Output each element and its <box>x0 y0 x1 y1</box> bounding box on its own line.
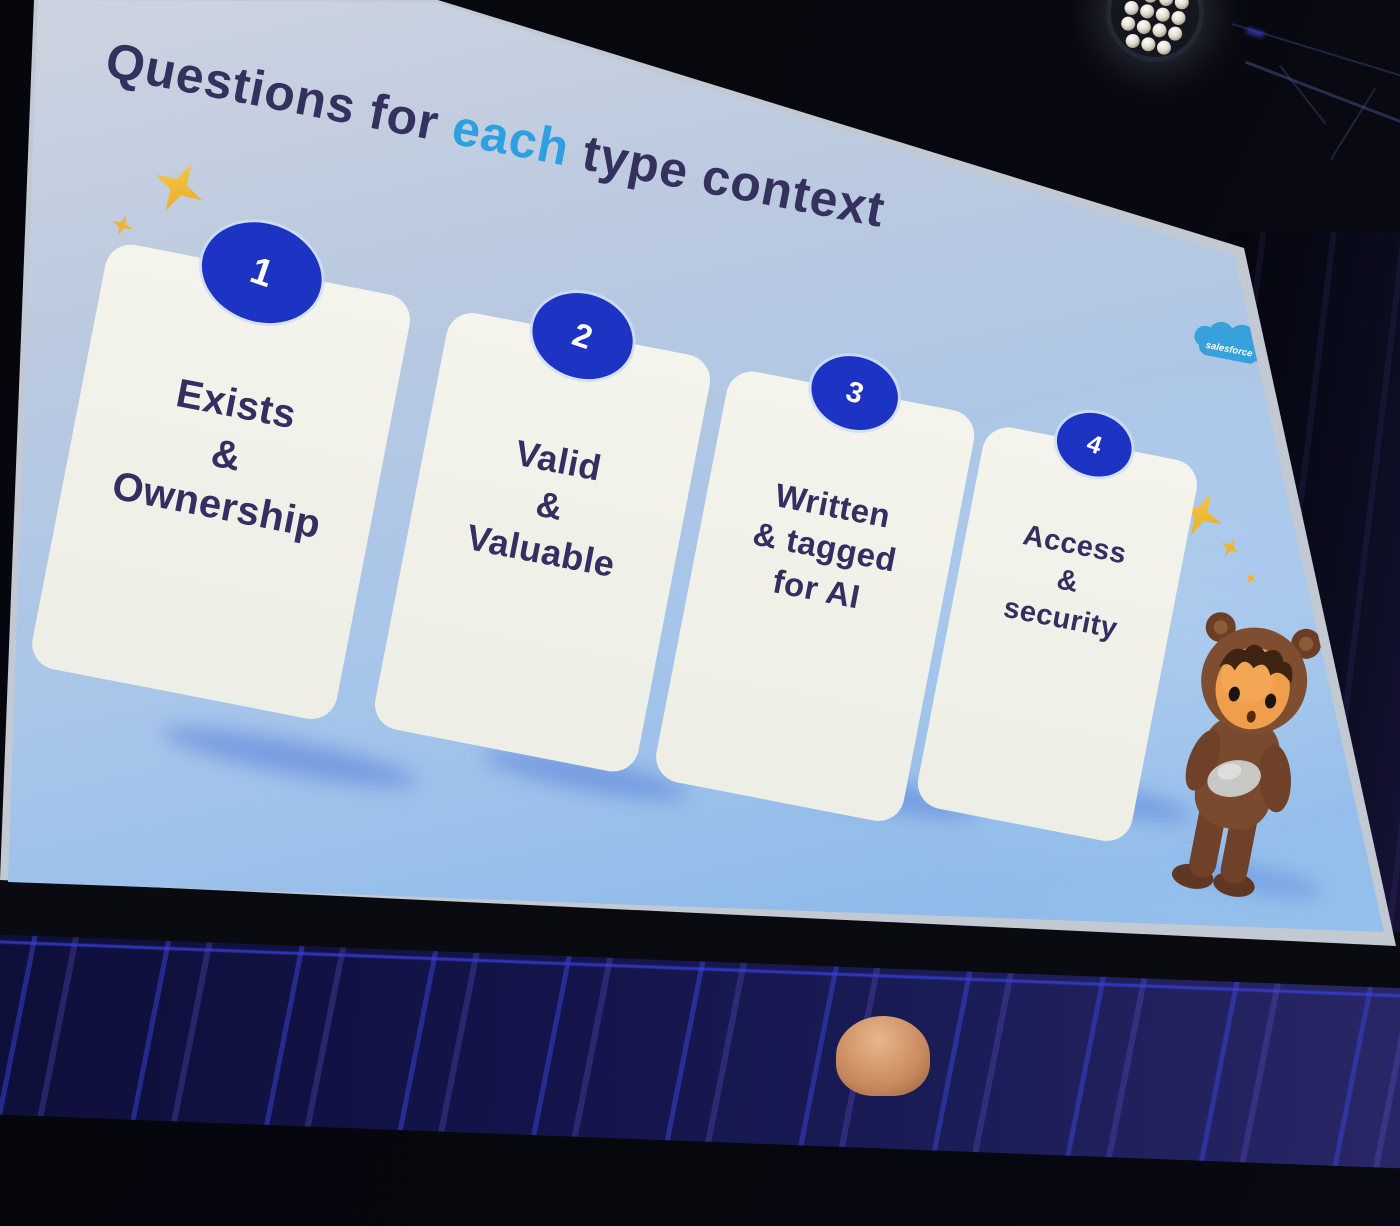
truss-beam <box>1245 60 1400 127</box>
sparkle-icon <box>1216 534 1243 561</box>
sparkle-icon <box>1242 569 1260 587</box>
title-prefix: Questions for <box>101 31 459 155</box>
audience-head <box>836 1016 930 1096</box>
card-text: Written & tagged for AI <box>689 461 961 633</box>
rigging-light-glint <box>1245 27 1265 38</box>
light-bulb <box>1166 25 1184 42</box>
light-bulb <box>1170 9 1187 27</box>
light-bulb <box>1123 0 1140 17</box>
light-bulb <box>1155 39 1173 56</box>
light-bulb <box>1154 6 1172 23</box>
card-number-badge: 1 <box>188 206 336 339</box>
stage-light <box>1096 0 1214 72</box>
title-suffix: type context <box>563 121 890 238</box>
sparkle-icon <box>108 211 136 239</box>
title-highlight: each <box>447 99 575 177</box>
truss-brace <box>1279 65 1327 125</box>
card-text: Access & security <box>950 507 1185 658</box>
card-valid-valuable: 2 Valid & Valuable <box>370 279 715 776</box>
light-bulb <box>1157 0 1175 8</box>
card-number-badge: 3 <box>801 344 909 442</box>
astro-bear-mascot <box>1141 588 1345 911</box>
light-bulb <box>1119 15 1137 32</box>
light-bulb <box>1140 35 1157 53</box>
salesforce-logo: salesforce <box>1186 311 1276 383</box>
card-text: Valid & Valuable <box>405 413 694 600</box>
card-shadow <box>159 715 421 799</box>
card-exists-ownership: 1 Exists & Ownership <box>27 206 415 724</box>
light-bulb <box>1138 3 1156 20</box>
light-bulb <box>1173 0 1191 11</box>
sparkle-icon <box>142 151 215 224</box>
card-text: Exists & Ownership <box>59 350 393 560</box>
light-bulb <box>1135 18 1153 36</box>
light-bulb <box>1124 32 1141 50</box>
light-bulb <box>1151 22 1168 39</box>
card-number-badge: 4 <box>1048 403 1141 487</box>
card-number-badge: 2 <box>520 279 645 393</box>
